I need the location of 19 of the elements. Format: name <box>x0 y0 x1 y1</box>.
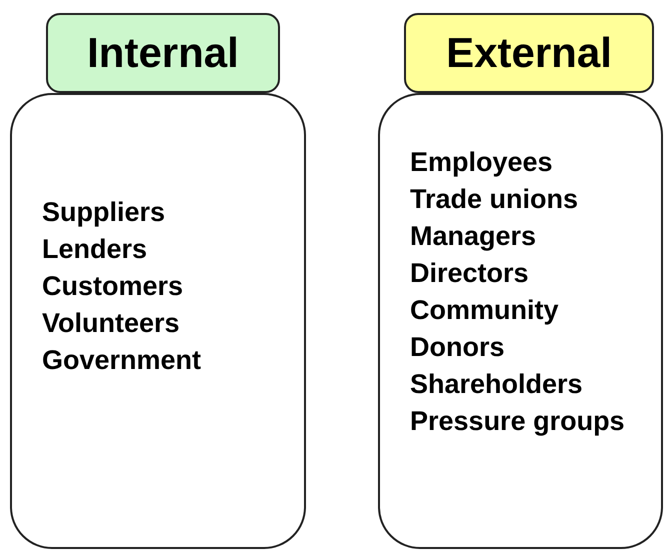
list-item: Trade unions <box>410 183 580 216</box>
list-item: Shareholders <box>410 368 584 401</box>
heading-text: Internal <box>87 29 239 77</box>
list-item: Managers <box>410 220 538 253</box>
heading-text: External <box>446 29 612 77</box>
list-item: Directors <box>410 257 530 290</box>
list-item: Community <box>410 294 560 327</box>
heading-tab <box>46 13 280 93</box>
list-item: Suppliers <box>42 196 166 229</box>
list-item: Customers <box>42 270 184 303</box>
heading-tab <box>404 13 654 93</box>
list-item: Government <box>42 344 202 377</box>
list-item: Employees <box>410 146 554 179</box>
rounded-panel <box>378 93 663 549</box>
list-item: Lenders <box>42 233 148 266</box>
list-item: Volunteers <box>42 307 181 340</box>
list-item: Pressure groups <box>410 405 625 438</box>
list-item: Donors <box>410 331 506 364</box>
rounded-panel <box>10 93 306 549</box>
